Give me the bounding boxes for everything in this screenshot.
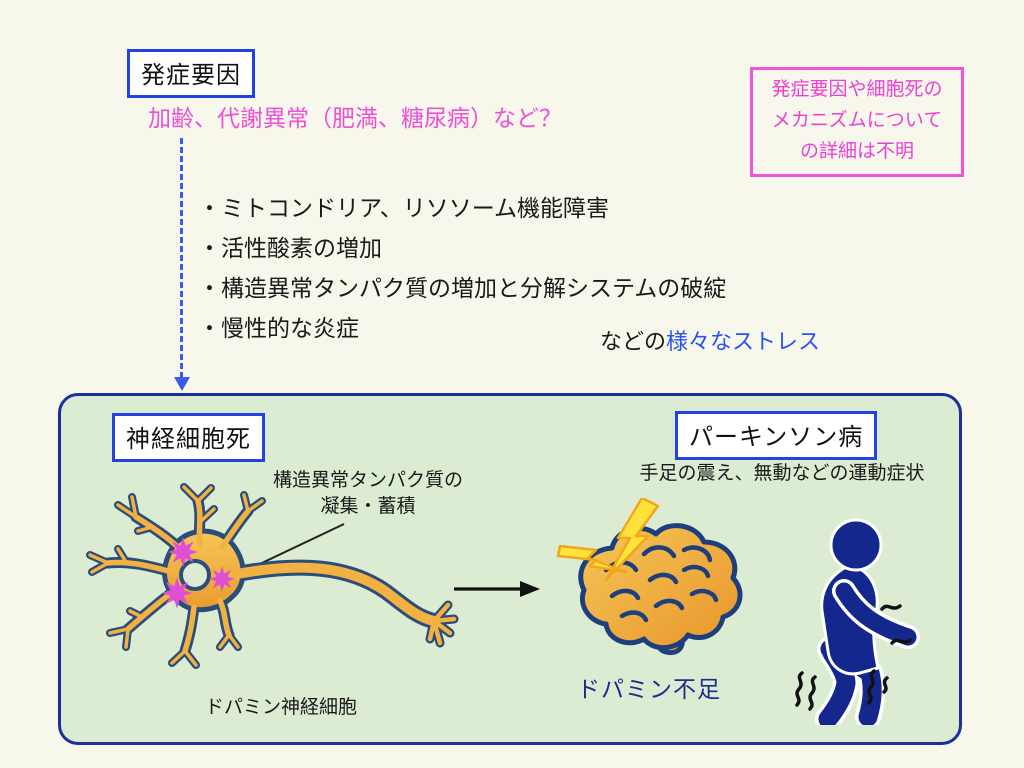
right-arrow <box>454 581 540 597</box>
person-head <box>829 518 883 572</box>
note-line: の詳細は不明 <box>799 140 914 162</box>
aggregation-label: 構造異常タンパク質の 凝集・蓄積 <box>263 468 473 519</box>
dashed-down-arrow-head <box>174 377 190 391</box>
aggregation-label-line: 凝集・蓄積 <box>320 495 416 517</box>
note-line: 発症要因や細胞死の <box>771 79 943 100</box>
stress-factor-list: ・ミトコンドリア、リソソーム機能障害 ・活性酸素の増加 ・構造異常タンパク質の増… <box>198 188 726 348</box>
cause-examples-text: 加齢、代謝異常（肥満、糖尿病）など？ <box>148 105 562 131</box>
stress-summary-text: などの様々なストレス <box>600 324 820 356</box>
stress-summary-blue: 様々なストレス <box>666 329 821 354</box>
unknown-mechanism-note-box: 発症要因や細胞死の メカニズムについて の詳細は不明 <box>750 67 964 178</box>
cause-label: 発症要因 <box>141 62 241 89</box>
cell-death-label-box: 神経細胞死 <box>112 413 265 462</box>
neuronal-death-panel: 神経細胞死 パーキンソン病 手足の震え、無動などの運動症状 構造異常タンパク質の… <box>58 393 962 745</box>
cell-death-label: 神経細胞死 <box>126 426 251 453</box>
tremor-squiggles <box>795 604 912 711</box>
dopamine-neuron-illustration <box>86 483 459 669</box>
list-item: ・ミトコンドリア、リソソーム機能障害 <box>198 195 610 221</box>
parkinson-label: パーキンソン病 <box>689 424 864 451</box>
stress-summary-black: などの <box>600 329 667 354</box>
stressed-brain-illustration <box>556 498 743 656</box>
note-line: メカニズムについて <box>771 109 943 131</box>
neuron-caption: ドパミン神経細胞 <box>205 697 358 718</box>
lightning-bolt-icon <box>556 498 660 582</box>
dashed-down-arrow <box>180 138 183 378</box>
stooped-person-illustration <box>795 518 920 725</box>
parkinson-label-box: パーキンソン病 <box>675 411 878 460</box>
symptoms-text: 手足の震え、無動などの運動症状 <box>639 463 925 484</box>
cause-label-box: 発症要因 <box>127 49 255 98</box>
list-item: ・構造異常タンパク質の増加と分解システムの破綻 <box>198 275 727 301</box>
list-item: ・慢性的な炎症 <box>198 315 359 341</box>
dopamine-deficiency-text: ドパミン不足 <box>577 676 721 702</box>
list-item: ・活性酸素の増加 <box>198 235 382 261</box>
aggregation-label-line: 構造異常タンパク質の <box>272 470 463 491</box>
